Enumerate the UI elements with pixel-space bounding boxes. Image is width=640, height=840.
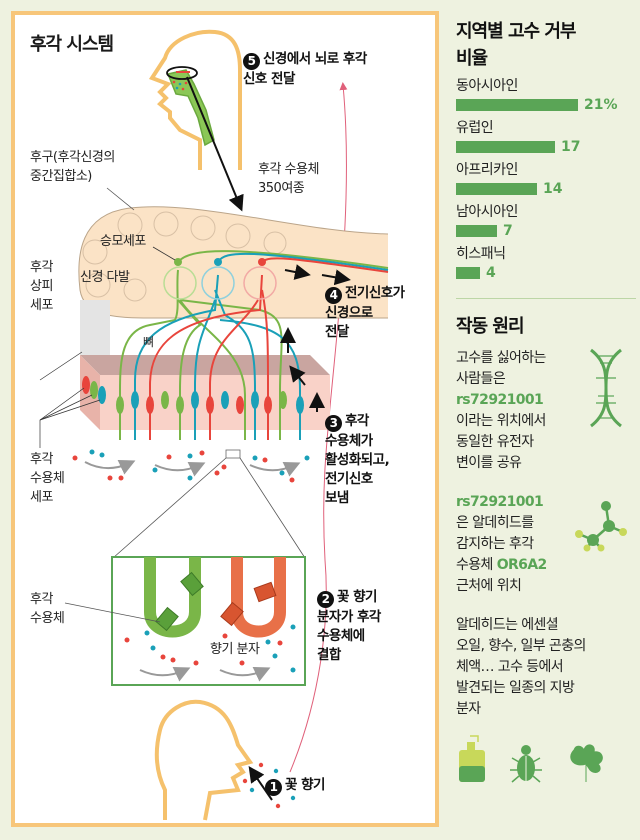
chart-title: 지역별 고수 거부 비율: [456, 21, 576, 69]
head-bottom-icon: [154, 699, 254, 821]
sidebar: 지역별 고수 거부 비율 동아시아인 21% 유럽인 17 아프리카인 14 남…: [456, 0, 636, 784]
label-odor-molecule: 향기 분자: [210, 642, 260, 657]
bar-row-african: 아프리카인 14: [456, 162, 563, 197]
label-receptor-cell: 후각 수용체 세포: [30, 452, 65, 505]
cilantro-leaf-icon: [570, 744, 603, 782]
signal-to-brain-arrow: [186, 76, 244, 212]
mechanism-title: 작동 원리: [456, 316, 525, 337]
label-olfactory-bulb: 후구(후각신경의 중간집합소): [30, 150, 115, 184]
head-top-icon: [148, 29, 242, 170]
bar: [456, 99, 578, 111]
essential-oil-bottle-icon: [459, 735, 485, 782]
bar-row-european: 유럽인 17: [456, 120, 581, 155]
bar: [456, 225, 497, 237]
bone: [80, 300, 110, 355]
bug-icon: [510, 745, 542, 783]
bar-row-east-asian: 동아시아인 21%: [456, 78, 618, 113]
bar: [456, 141, 555, 153]
label-epithelium: 후각 상피 세포: [30, 260, 53, 313]
bar-row-south-asian: 남아시아인 7: [456, 204, 518, 239]
epithelium-top: [80, 355, 330, 375]
diagram-title: 후각 시스템: [30, 34, 114, 55]
bar-chart: 동아시아인 21% 유럽인 17 아프리카인 14 남아시아인 7 히스패닉 4: [456, 76, 636, 282]
mitral-cell-green: [174, 258, 182, 266]
label-receptor: 후각 수용체: [30, 592, 65, 626]
olfactory-bulb: [78, 187, 389, 319]
bar: [456, 267, 480, 279]
mitral-cell-blue: [214, 258, 222, 266]
dna-icon: [590, 348, 622, 428]
paragraph-receptor: rs72921001 은 알데히드를 감지하는 후각 수용체 OR6A2 근처에…: [456, 494, 547, 594]
divider: [456, 298, 636, 299]
mitral-cell-red: [258, 258, 266, 266]
paragraph-aldehyde: 알데히드는 에센셜 오일, 향수, 일부 곤충의 체액… 고수 등에서 발견되는…: [456, 617, 586, 717]
paragraph-genetic-variant: 고수를 싫어하는 사람들은 rs72921001 이라는 위치에서 동일한 유전…: [456, 350, 546, 471]
bar-row-hispanic: 히스패닉 4: [456, 246, 506, 281]
label-receptor-types: 후각 수용체 350여종: [258, 162, 319, 196]
label-mitral-cell: 승모세포: [100, 234, 146, 249]
aldehyde-sources: [456, 734, 636, 784]
molecule-icon: [575, 501, 627, 552]
signal-flow-arrow: [289, 82, 348, 773]
label-bone: 뼈: [143, 335, 154, 349]
label-glomerulus: 신경 다발: [80, 270, 130, 285]
bar: [456, 183, 537, 195]
